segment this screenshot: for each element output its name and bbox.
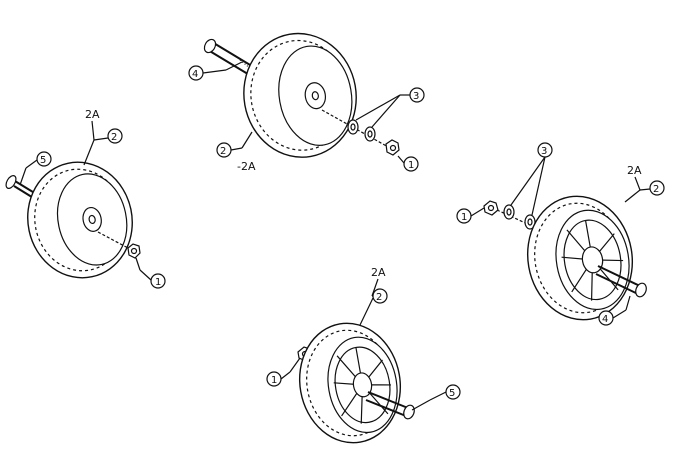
wheel-assembly-left: 2A 2 5 1: [5, 108, 166, 289]
wheel-assembly-right: 3 2A 2 1 4: [456, 142, 665, 326]
callout-2a: 2A: [371, 266, 386, 279]
washer: [503, 204, 515, 220]
callout-4: 4: [192, 69, 198, 80]
callout-2: 2: [376, 292, 382, 303]
wheel-assembly-bottom: 2A 2 1 5: [266, 266, 461, 444]
wheel: [298, 322, 402, 444]
hex-nut: [385, 139, 400, 156]
wheel: [526, 195, 634, 321]
callout-1: 1: [408, 160, 414, 171]
callout-5: 5: [449, 388, 455, 399]
callout-2: 2: [220, 146, 226, 157]
wheel: [243, 32, 357, 158]
hex-nut: [483, 200, 499, 216]
callout-3: 3: [413, 91, 419, 102]
wheel-assembly-top: 4 3 2 -2A 1: [188, 32, 425, 173]
callout-2a: 2A: [85, 108, 100, 121]
wheel-hub: [304, 82, 327, 110]
callout-3: 3: [541, 146, 547, 157]
callout-4: 4: [602, 314, 608, 325]
wheel: [27, 161, 133, 279]
washer: [364, 126, 376, 142]
callout-1: 1: [461, 212, 467, 223]
callout-5: 5: [40, 155, 46, 166]
callout-2a: -2A: [237, 160, 256, 173]
wheel-hub: [352, 372, 373, 398]
callout-2: 2: [111, 132, 117, 143]
wheel-hub: [581, 246, 604, 274]
washer: [347, 119, 359, 135]
axle-bolt: [595, 265, 647, 298]
callout-1: 1: [155, 277, 161, 288]
callout-1: 1: [271, 375, 277, 386]
callout-2: 2: [653, 184, 659, 195]
wheel-hub: [82, 206, 102, 232]
axle-bolt: [365, 391, 415, 420]
callout-2a: 2A: [627, 164, 642, 177]
hex-nut: [97, 231, 141, 259]
